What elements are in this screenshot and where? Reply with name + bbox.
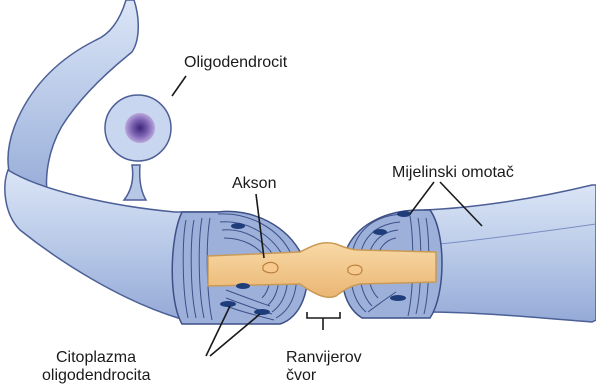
label-axon: Akson bbox=[232, 174, 276, 193]
axon-organelle-left bbox=[263, 262, 278, 272]
oligodendrocyte-nucleus bbox=[125, 113, 155, 143]
label-myelin-sheath: Mijelinski omotač bbox=[392, 163, 514, 182]
label-node-line1: Ranvijerov bbox=[286, 348, 362, 367]
oligodendrocyte-upper-process bbox=[8, 0, 138, 200]
label-oligodendrocyte: Oligodendrocit bbox=[184, 53, 287, 72]
axon-organelle-right bbox=[348, 265, 362, 275]
oligodendrocyte-stalk bbox=[124, 165, 146, 200]
node-bracket bbox=[307, 312, 340, 318]
pointer-oligodendrocyte bbox=[172, 76, 186, 96]
label-cytoplasm-line1: Citoplazma bbox=[56, 348, 136, 367]
right-myelin-tube bbox=[425, 185, 596, 322]
label-cytoplasm-line2: oligodendrocita bbox=[42, 366, 151, 385]
label-node-line2: čvor bbox=[286, 366, 316, 385]
